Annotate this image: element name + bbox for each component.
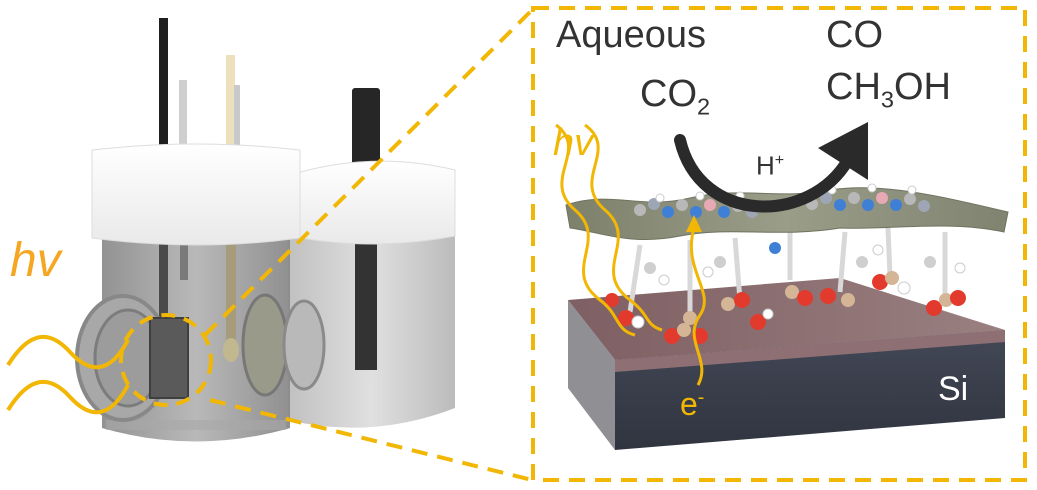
porphyrin-catalyst-2 bbox=[806, 183, 930, 212]
counter-wire bbox=[226, 55, 235, 152]
electron-main: e bbox=[680, 386, 698, 422]
right-cap bbox=[289, 160, 456, 245]
methanol-part1: CH bbox=[826, 66, 881, 108]
si-substrate-side bbox=[568, 300, 615, 450]
reactant-label: Aqueous bbox=[556, 14, 707, 56]
light-wave-upper bbox=[6, 334, 130, 370]
light-wave-lower bbox=[6, 379, 130, 415]
reduction-arrow bbox=[674, 134, 854, 213]
electron-label: e- bbox=[680, 386, 705, 422]
reference-rod bbox=[179, 80, 187, 152]
co2-subscript: 2 bbox=[697, 93, 711, 120]
light-label-left: hv bbox=[10, 234, 61, 287]
photoelectrode-sample bbox=[149, 317, 189, 399]
product-methanol-label: CH3OH bbox=[826, 68, 951, 112]
electrochemical-cell bbox=[6, 18, 456, 442]
light-wave-zoom-1 bbox=[555, 123, 636, 337]
electron-arrowhead bbox=[686, 215, 702, 232]
electron-charge: - bbox=[697, 386, 705, 409]
proton-charge: + bbox=[774, 151, 785, 169]
methanol-part2: OH bbox=[894, 66, 951, 108]
light-label-right: hv bbox=[553, 122, 594, 164]
working-electrode-in-liquid bbox=[159, 240, 168, 350]
zoom-line-bottom bbox=[209, 398, 533, 482]
electron-path bbox=[689, 227, 706, 386]
zoom-circle bbox=[119, 313, 213, 407]
gas-tube bbox=[234, 85, 240, 152]
proton-main: H bbox=[756, 150, 775, 181]
substrate-label: Si bbox=[938, 370, 969, 408]
left-cap bbox=[91, 143, 301, 246]
proton-label: H+ bbox=[756, 152, 784, 179]
methanol-subscript: 3 bbox=[880, 86, 894, 113]
electrode-interface bbox=[555, 122, 1009, 450]
membrane-window bbox=[241, 293, 289, 397]
light-wave-zoom-2 bbox=[584, 123, 663, 332]
linker-molecules bbox=[605, 227, 966, 344]
reactant-formula: CO2 bbox=[640, 75, 710, 119]
product-co-label: CO bbox=[826, 14, 883, 56]
counter-electrode-in-liquid bbox=[355, 240, 377, 370]
co2-main: CO bbox=[640, 73, 697, 115]
working-electrode-rod bbox=[159, 18, 168, 152]
reduction-arrowhead bbox=[818, 122, 868, 180]
counter-wire-in-liquid bbox=[226, 240, 236, 350]
